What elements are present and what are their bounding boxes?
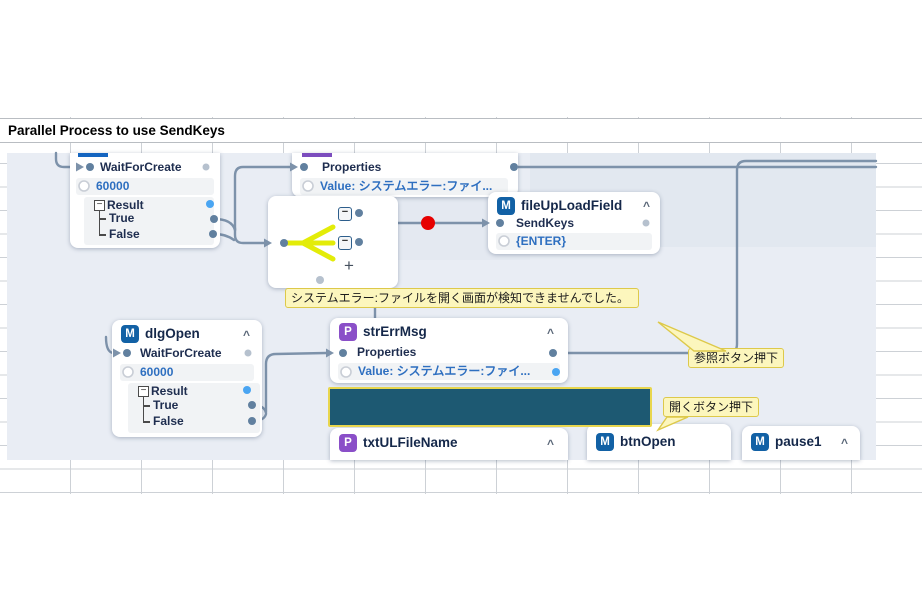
- action-label: WaitForCreate: [100, 160, 182, 174]
- add-branch-button[interactable]: +: [344, 256, 354, 275]
- node-properties-top[interactable]: Properties Value: システムエラー:ファイ...: [292, 153, 518, 197]
- node-title: fileUpLoadField: [521, 198, 623, 213]
- module-badge-icon: M: [121, 325, 139, 343]
- annotation-error-tooltip[interactable]: システムエラー:ファイルを開く画面が検知できませんでした。: [285, 288, 639, 308]
- timeout-value-field[interactable]: 60000: [120, 364, 254, 381]
- node-dlgopen[interactable]: M dlgOpen ^ WaitForCreate 60000 − Result…: [112, 320, 262, 437]
- tree-root-label: Result: [107, 198, 144, 212]
- node-title: btnOpen: [620, 434, 676, 449]
- tree-line: [143, 405, 150, 407]
- result-tree: − Result True False: [128, 383, 260, 433]
- branch2-collapse-toggle[interactable]: −: [338, 236, 352, 250]
- node-title: strErrMsg: [363, 324, 427, 339]
- tree-line: [99, 234, 106, 236]
- action-label: Properties: [357, 345, 417, 359]
- node-title: pause1: [775, 434, 822, 449]
- node-pause1[interactable]: M pause1 ^: [742, 426, 860, 460]
- tree-false-label: False: [109, 227, 140, 241]
- collapse-chevron-icon[interactable]: ^: [840, 436, 848, 450]
- result-tree: − Result True False: [84, 197, 214, 245]
- node-title: dlgOpen: [145, 326, 200, 341]
- redacted-filename-box[interactable]: [328, 387, 652, 427]
- node-btnopen[interactable]: M btnOpen: [587, 424, 731, 460]
- action-label: WaitForCreate: [140, 346, 222, 360]
- annotation-open-callout[interactable]: 開くボタン押下: [663, 397, 760, 417]
- tree-line: [99, 218, 106, 220]
- property-badge-icon: P: [339, 323, 357, 341]
- value-field[interactable]: Value: システムエラー:ファイ...: [300, 178, 508, 195]
- module-badge-icon: M: [751, 433, 769, 451]
- action-label: SendKeys: [516, 216, 575, 230]
- node-parallel-split[interactable]: − − +: [268, 196, 398, 288]
- clipped-header-bar-icon: [302, 153, 332, 157]
- node-fileuploadfield[interactable]: M fileUpLoadField ^ SendKeys {ENTER}: [488, 192, 660, 254]
- tree-false-label: False: [153, 414, 184, 428]
- tree-collapse-icon[interactable]: −: [138, 386, 149, 397]
- collapse-chevron-icon[interactable]: ^: [242, 328, 250, 342]
- tree-line: [99, 211, 100, 234]
- title-row: Parallel Process to use SendKeys: [0, 118, 922, 143]
- tree-collapse-icon[interactable]: −: [94, 200, 105, 211]
- tree-root-label: Result: [151, 384, 188, 398]
- collapse-chevron-icon[interactable]: ^: [546, 437, 554, 451]
- tree-true-label: True: [153, 398, 179, 412]
- node-txtulfilename[interactable]: P txtULFileName ^: [330, 428, 568, 460]
- node-waitforcreate-top[interactable]: WaitForCreate 60000 − Result True False: [70, 153, 220, 248]
- annotation-browse-callout[interactable]: 参照ボタン押下: [688, 348, 785, 368]
- collapse-chevron-icon[interactable]: ^: [642, 199, 650, 213]
- action-label: Properties: [322, 160, 382, 174]
- clipped-header-bar-icon: [78, 153, 108, 157]
- value-field[interactable]: Value: システムエラー:ファイ...: [338, 363, 560, 380]
- branch1-collapse-toggle[interactable]: −: [338, 207, 352, 221]
- node-strerrmsg[interactable]: P strErrMsg ^ Properties Value: システムエラー:…: [330, 318, 568, 383]
- module-badge-icon: M: [596, 433, 614, 451]
- collapse-chevron-icon[interactable]: ^: [546, 326, 554, 340]
- property-badge-icon: P: [339, 434, 357, 452]
- timeout-value-field[interactable]: 60000: [76, 178, 214, 195]
- tree-line: [143, 397, 144, 421]
- sendkeys-value-field[interactable]: {ENTER}: [496, 233, 652, 250]
- module-badge-icon: M: [497, 197, 515, 215]
- tree-true-label: True: [109, 211, 135, 225]
- node-title: txtULFileName: [363, 435, 458, 450]
- page-title: Parallel Process to use SendKeys: [8, 123, 225, 138]
- tree-line: [143, 421, 150, 423]
